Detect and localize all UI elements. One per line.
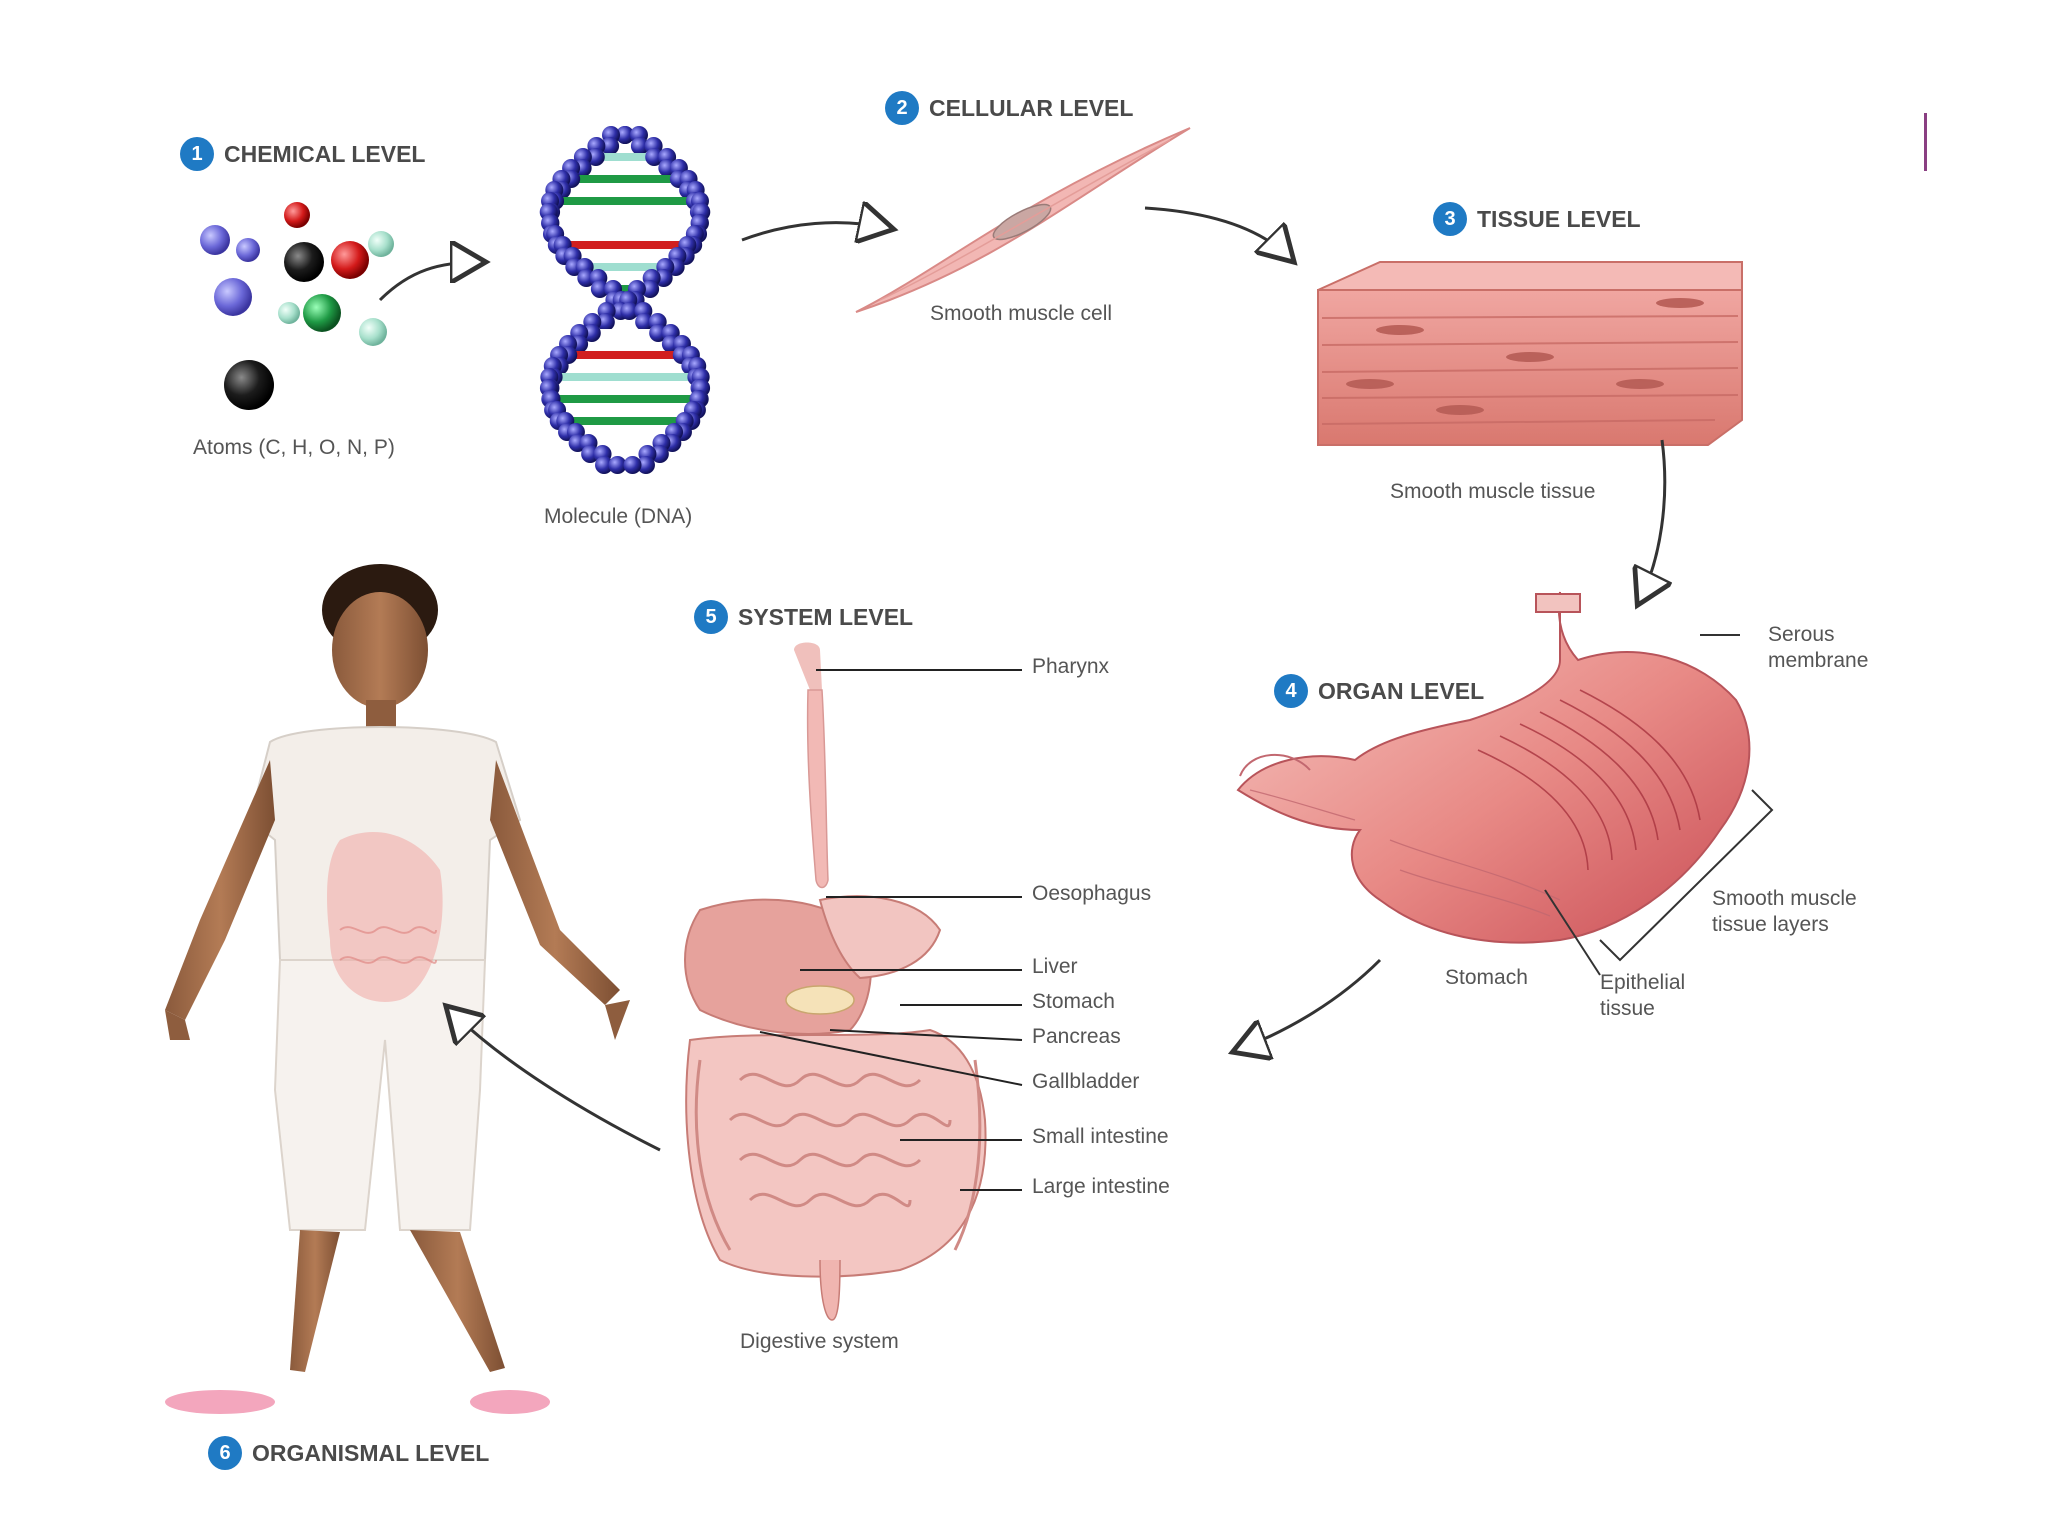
- system-level-heading: 5 SYSTEM LEVEL: [694, 600, 913, 634]
- stomach-system-label: Stomach: [1032, 990, 1115, 1013]
- level-label: TISSUE LEVEL: [1477, 205, 1641, 232]
- dna-backbone-atom: [616, 126, 634, 144]
- tissue-caption: Smooth muscle tissue: [1390, 480, 1596, 503]
- dna-backbone-atom: [641, 280, 660, 298]
- smooth-muscle-cell-illustration: [855, 127, 1191, 313]
- edge-marker: [1924, 113, 1927, 171]
- dna-backbone-atom: [645, 148, 664, 166]
- level-number-badge: 6: [208, 1436, 242, 1470]
- epithelial-tissue-label: Epithelial tissue: [1600, 971, 1686, 1020]
- level-number-badge: 2: [885, 91, 919, 125]
- liver-label: Liver: [1032, 955, 1078, 978]
- oesophagus-label: Oesophagus: [1032, 882, 1152, 905]
- level-label: SYSTEM LEVEL: [738, 603, 914, 630]
- cell-caption: Smooth muscle cell: [930, 302, 1113, 325]
- dna-backbone-atom: [623, 456, 642, 474]
- serous-membrane-label: Serous membrane: [1768, 623, 1869, 672]
- organ-level-heading: 4 ORGAN LEVEL: [1274, 674, 1484, 708]
- girl-organismal-illustration: [165, 564, 630, 1414]
- dna-backbone-atom: [636, 456, 655, 474]
- pancreas-label: Pancreas: [1032, 1025, 1121, 1048]
- smooth-muscle-layers-label: Smooth muscle tissue layers: [1712, 887, 1857, 936]
- pharynx-label: Pharynx: [1032, 655, 1110, 678]
- dna-backbone-atom: [608, 456, 627, 474]
- dna-backbone-atom: [581, 445, 600, 463]
- dna-backbone-atom: [596, 313, 615, 331]
- level-label: CHEMICAL LEVEL: [224, 140, 426, 167]
- tissue-level-heading: 3 TISSUE LEVEL: [1433, 202, 1641, 236]
- dna-backbone-atom: [582, 324, 601, 342]
- atoms-caption: Atoms (C, H, O, N, P): [193, 436, 395, 459]
- small-intestine-label: Small intestine: [1032, 1125, 1169, 1148]
- dna-backbone-atom: [586, 148, 605, 166]
- stomach-organ-label: Stomach: [1445, 966, 1528, 989]
- level-label: CELLULAR LEVEL: [929, 94, 1134, 121]
- molecule-caption: Molecule (DNA): [544, 505, 693, 528]
- level-label: ORGANISMAL LEVEL: [252, 1439, 490, 1466]
- level-number-badge: 1: [180, 137, 214, 171]
- level-number-badge: 3: [1433, 202, 1467, 236]
- digestive-system-illustration: [684, 642, 1023, 1321]
- dna-backbone-atom: [601, 137, 620, 155]
- dna-backbone-atom: [595, 456, 614, 474]
- atoms-illustration: [200, 202, 394, 410]
- large-intestine-label: Large intestine: [1032, 1175, 1170, 1198]
- organismal-level-heading: 6 ORGANISMAL LEVEL: [208, 1436, 489, 1470]
- dna-molecule-illustration: [539, 126, 711, 474]
- cellular-level-heading: 2 CELLULAR LEVEL: [885, 91, 1133, 125]
- smooth-muscle-tissue-illustration: [1317, 261, 1743, 446]
- level-number-badge: 5: [694, 600, 728, 634]
- dna-backbone-atom: [649, 324, 668, 342]
- chemical-level-heading: 1 CHEMICAL LEVEL: [180, 137, 425, 171]
- dna-backbone-atom: [650, 445, 669, 463]
- level-label: ORGAN LEVEL: [1318, 677, 1485, 704]
- dna-backbone-atom: [635, 313, 654, 331]
- dna-backbone-atom: [590, 280, 609, 298]
- digestive-caption: Digestive system: [740, 1330, 899, 1353]
- stomach-organ-illustration: [1236, 591, 1774, 976]
- level-arrows: [378, 208, 1665, 1152]
- level-number-badge: 4: [1274, 674, 1308, 708]
- dna-backbone-atom: [630, 137, 649, 155]
- dna-backbone-atom: [620, 302, 639, 320]
- gallbladder-label: Gallbladder: [1032, 1070, 1140, 1093]
